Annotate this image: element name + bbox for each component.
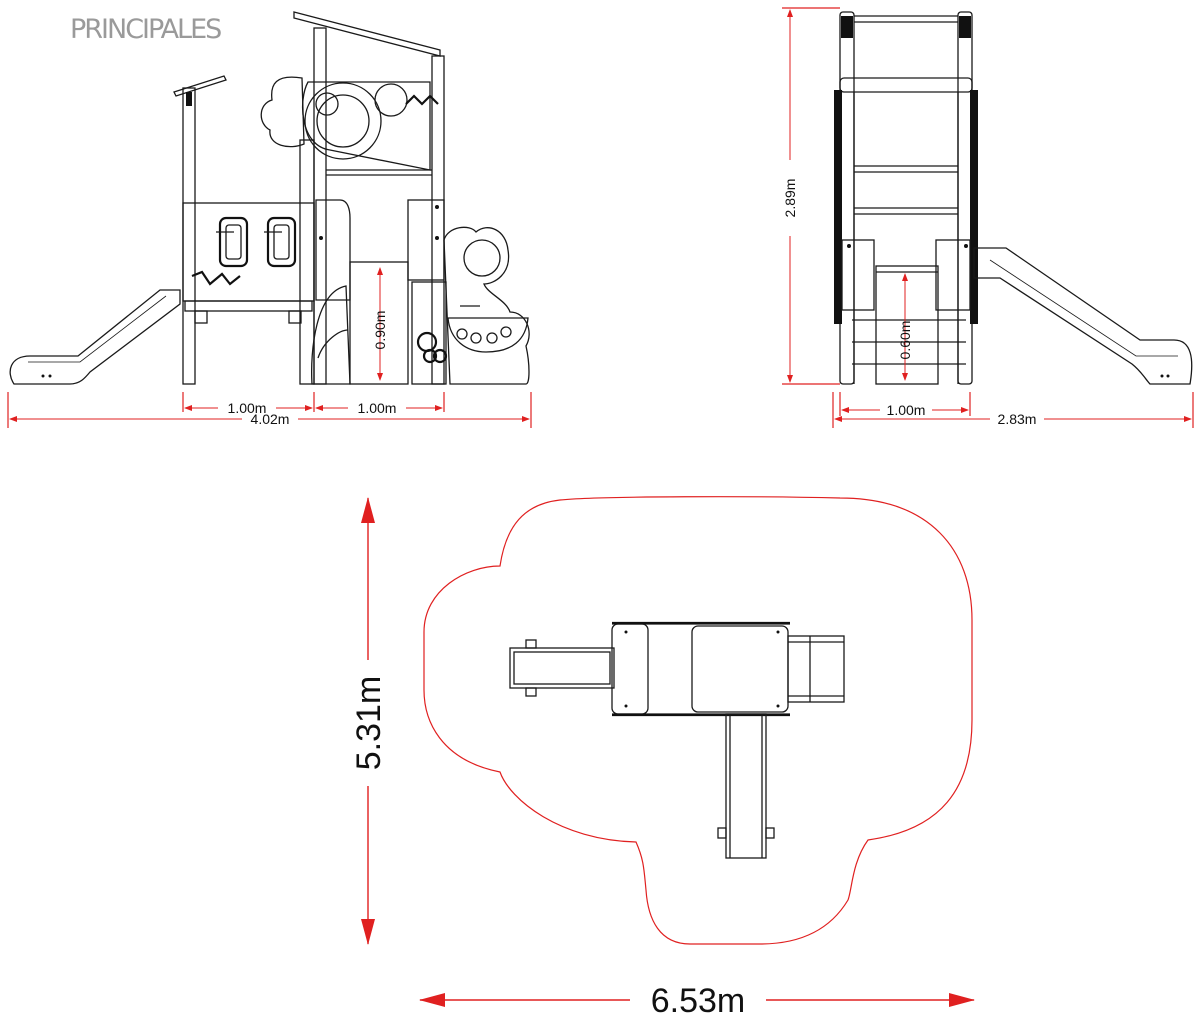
climbing-panel [349,261,409,385]
steering-wheel-right [266,216,297,268]
mouth-panel [311,285,351,385]
dim-total-depth: 2.83m [998,411,1037,427]
sheet-heading: PRINCIPALES [70,14,221,45]
cloud-panel [260,76,305,148]
dial-1 [416,331,438,353]
dim-module-width: 1.00m [887,402,926,418]
dim-width-right: 1.00m [358,400,397,416]
side-post-left [839,11,855,385]
porthole-panel [302,81,431,171]
dim-safety-depth: 5.31m [350,676,388,771]
dim-total-width: 4.02m [251,411,290,427]
tower-roof [293,11,441,57]
side-climbing-panel [875,265,939,385]
balls-tray [447,317,529,353]
plan-slide-left [509,647,615,689]
dim-total-height: 2.89m [782,179,798,218]
side-post-right [957,11,973,385]
side-view: 2.89m 0.60m 1.00m 2.83m [782,7,1194,428]
left-post [182,87,196,385]
front-view: 0.90m 1.00m 1.00m 4.02m [7,11,532,428]
plan-tower-right [691,625,789,713]
porthole-big [304,82,382,160]
dim-width-left: 1.00m [228,400,267,416]
left-slide [9,289,181,385]
left-roof [173,75,227,97]
plan-slide-right [787,635,845,703]
plan-tower-left [611,623,649,715]
middle-panel [315,199,351,301]
side-slide [973,247,1193,385]
dim-side-platform-height: 0.60m [897,321,913,360]
dim-platform-height: 0.90m [372,311,388,350]
safety-zone [423,496,973,945]
steering-wheel-left [218,216,249,268]
plan-view: 5.31m 6.53m [350,496,975,1017]
plan-slide-bottom [725,713,767,859]
dim-safety-width: 6.53m [651,982,746,1017]
right-cloud-panel [443,226,530,385]
